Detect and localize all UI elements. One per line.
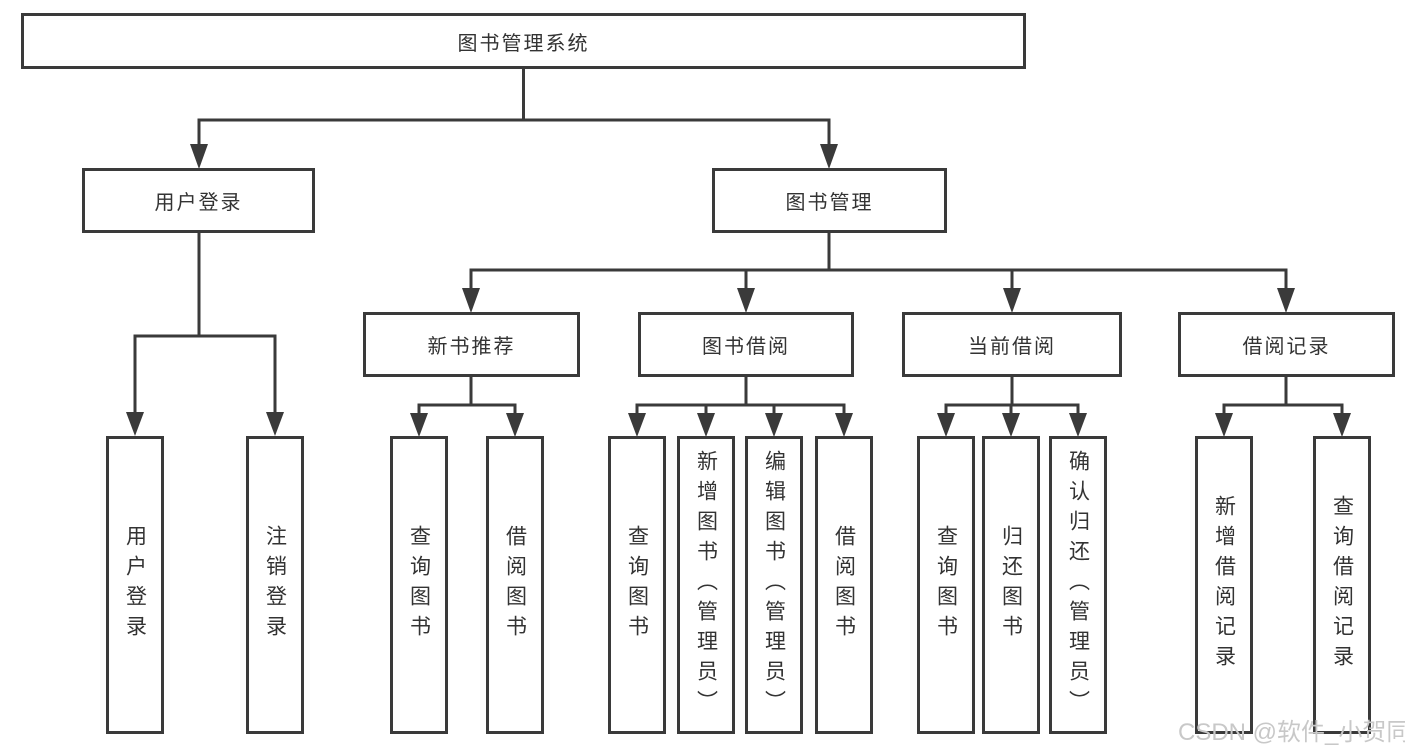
leaf-edit-books-admin-label: 编辑图书（管理员） xyxy=(762,450,786,720)
leaf-query-books-borrow: 查询图书 xyxy=(608,436,666,734)
node-borrowing-records: 借阅记录 xyxy=(1178,312,1395,377)
leaf-borrow-books-newrec-label: 借阅图书 xyxy=(503,525,527,645)
leaf-query-borrow-record: 查询借阅记录 xyxy=(1313,436,1371,734)
leaf-user-login-label: 用户登录 xyxy=(123,525,147,645)
leaf-query-borrow-record-label: 查询借阅记录 xyxy=(1330,495,1354,675)
leaf-add-borrow-record-label: 新增借阅记录 xyxy=(1212,495,1236,675)
leaf-query-books-borrow-label: 查询图书 xyxy=(625,525,649,645)
leaf-user-login: 用户登录 xyxy=(106,436,164,734)
node-user-login: 用户登录 xyxy=(82,168,315,233)
leaf-query-books-newrec-label: 查询图书 xyxy=(407,525,431,645)
arrowheads xyxy=(126,144,1351,437)
leaf-add-borrow-record: 新增借阅记录 xyxy=(1195,436,1253,734)
node-root-library-system: 图书管理系统 xyxy=(21,13,1026,69)
watermark-text: CSDN @软件_小贺同学 xyxy=(1178,719,1405,746)
leaf-return-books: 归还图书 xyxy=(982,436,1040,734)
leaf-logout: 注销登录 xyxy=(246,436,304,734)
leaf-borrow-books-borrow-label: 借阅图书 xyxy=(832,525,856,645)
leaf-query-books-current: 查询图书 xyxy=(917,436,975,734)
leaf-add-books-admin: 新增图书（管理员） xyxy=(677,436,735,734)
leaf-return-books-label: 归还图书 xyxy=(999,525,1023,645)
node-new-book-recommendation: 新书推荐 xyxy=(363,312,580,377)
leaf-confirm-return-admin: 确认归还（管理员） xyxy=(1049,436,1107,734)
leaf-query-books-newrec: 查询图书 xyxy=(390,436,448,734)
leaf-query-books-current-label: 查询图书 xyxy=(934,525,958,645)
leaf-edit-books-admin: 编辑图书（管理员） xyxy=(745,436,803,734)
leaf-borrow-books-borrow: 借阅图书 xyxy=(815,436,873,734)
node-current-borrowing: 当前借阅 xyxy=(902,312,1122,377)
connector-paths xyxy=(133,69,1344,414)
leaf-add-books-admin-label: 新增图书（管理员） xyxy=(694,450,718,720)
node-book-borrowing: 图书借阅 xyxy=(638,312,854,377)
leaf-logout-label: 注销登录 xyxy=(263,525,287,645)
node-book-management: 图书管理 xyxy=(712,168,947,233)
leaf-confirm-return-admin-label: 确认归还（管理员） xyxy=(1066,450,1090,720)
leaf-borrow-books-newrec: 借阅图书 xyxy=(486,436,544,734)
